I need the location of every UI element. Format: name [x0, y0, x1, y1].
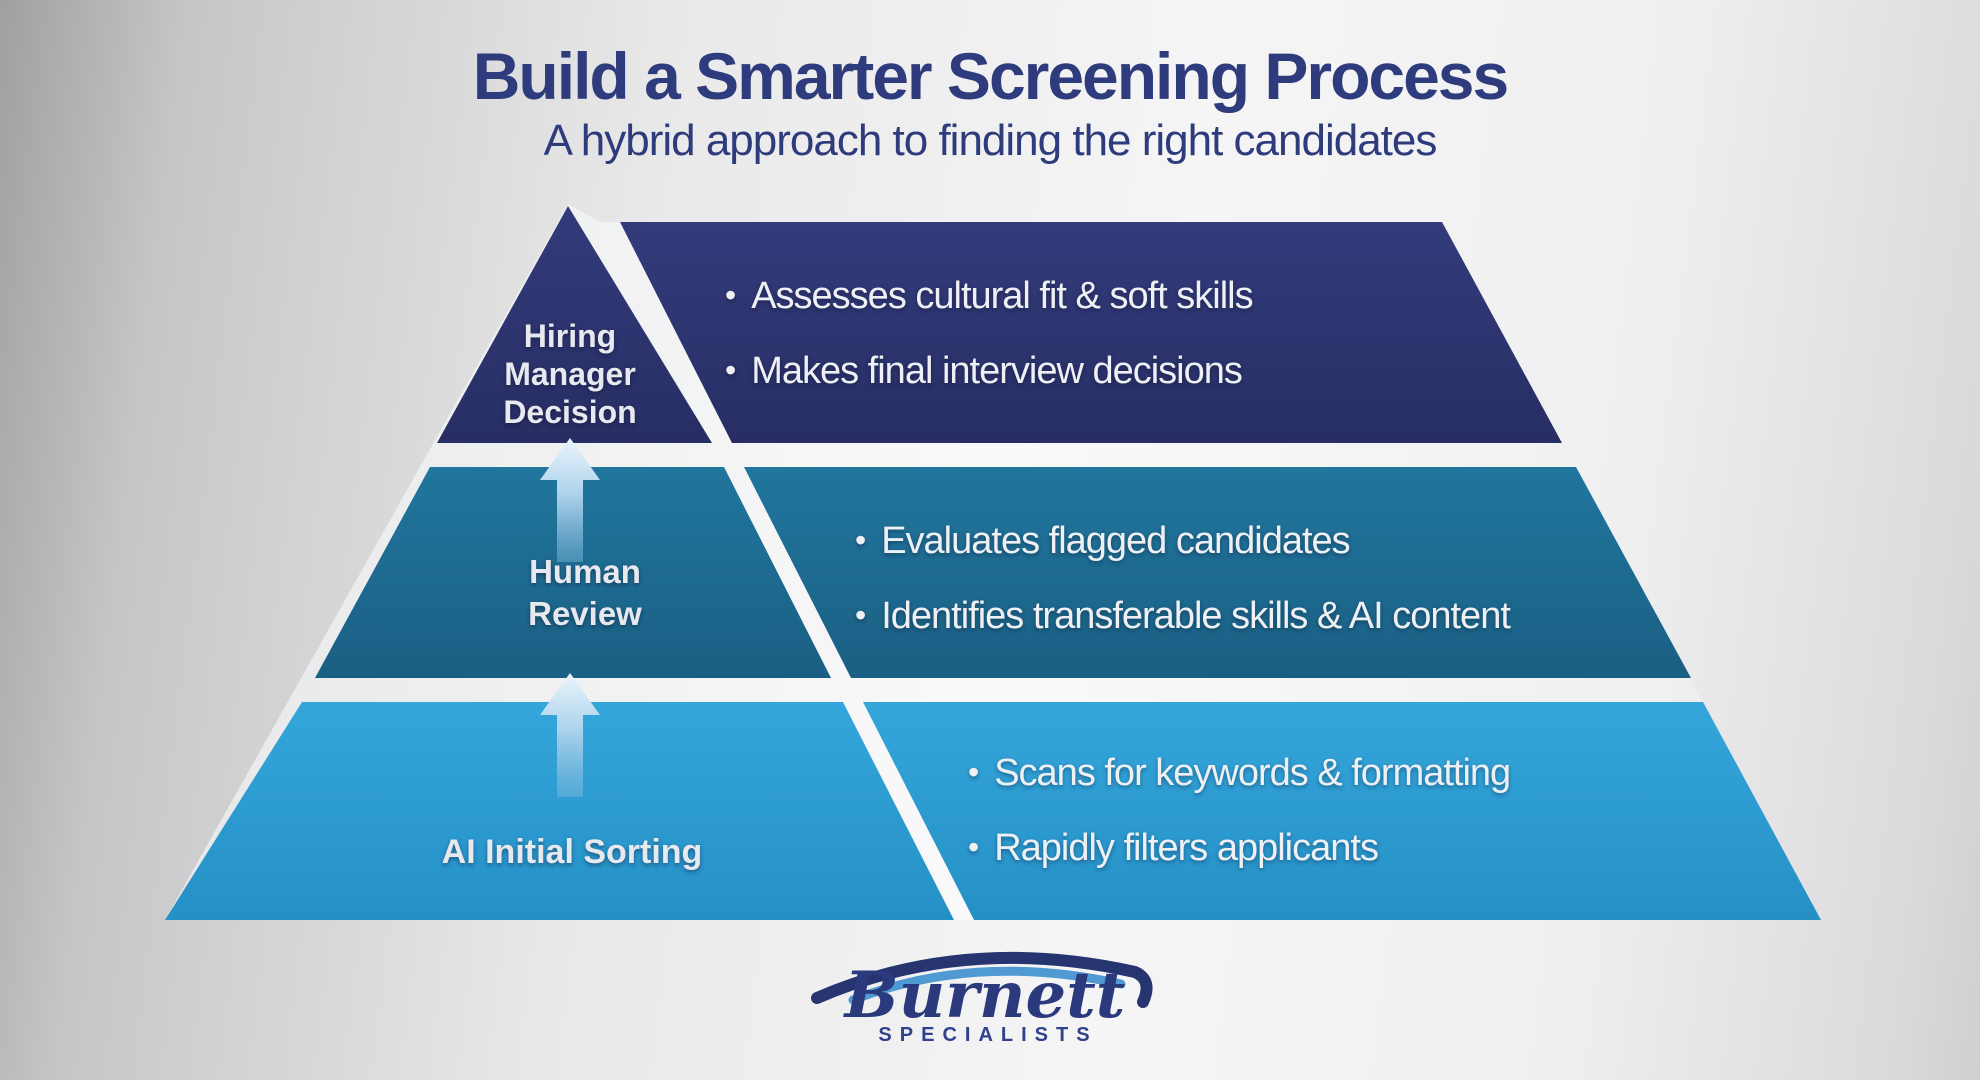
tier3-label: AI Initial Sorting [392, 832, 752, 872]
tier1-label-line2: Manager [504, 356, 636, 392]
page-subtitle: A hybrid approach to finding the right c… [543, 116, 1438, 165]
logo-swoosh-dark-arc [811, 951, 1153, 1008]
up-arrow-tier2-to-tier1 [540, 438, 600, 562]
up-arrow-tier3-to-tier2 [540, 673, 600, 797]
tier2-bullet-1: Evaluates flagged candidates [855, 519, 1350, 562]
tier2-label-trapezoid [315, 467, 831, 678]
tier2-label-line1: Human [529, 553, 641, 590]
logo-swoosh-light-arc [848, 966, 1126, 1005]
logo-tagline: SPECIALISTS [878, 1024, 1098, 1046]
tier1-label-triangle [437, 206, 712, 443]
tier1-bullet-2: Makes final interview decisions [725, 349, 1243, 392]
logo-wordmark: Burnett [844, 958, 1126, 1033]
tier1-bullet-1: Assesses cultural fit & soft skills [725, 274, 1253, 317]
tier3-label-trapezoid [165, 702, 954, 920]
tier1-label-line1: Hiring [523, 318, 617, 354]
logo-swoosh-icon [811, 951, 1153, 1008]
tier3-content-band [863, 702, 1821, 920]
tier1-content-band [620, 222, 1562, 443]
tier3-label-line1: AI Initial Sorting [441, 833, 703, 871]
tier2-bullet-2: Identifies transferable skills & AI cont… [855, 594, 1511, 637]
page-title: Build a Smarter Screening Process [472, 39, 1509, 113]
tier3-bullet-2: Rapidly filters applicants [968, 826, 1379, 869]
tier3-bullet-1: Scans for keywords & formatting [968, 751, 1511, 794]
tier2-content-band [744, 467, 1691, 678]
tier2-label-line2: Review [528, 595, 642, 632]
tier1-label: Hiring Manager Decision [450, 317, 690, 431]
tier1-label-line3: Decision [503, 394, 637, 430]
tier2-label: Human Review [465, 551, 705, 635]
